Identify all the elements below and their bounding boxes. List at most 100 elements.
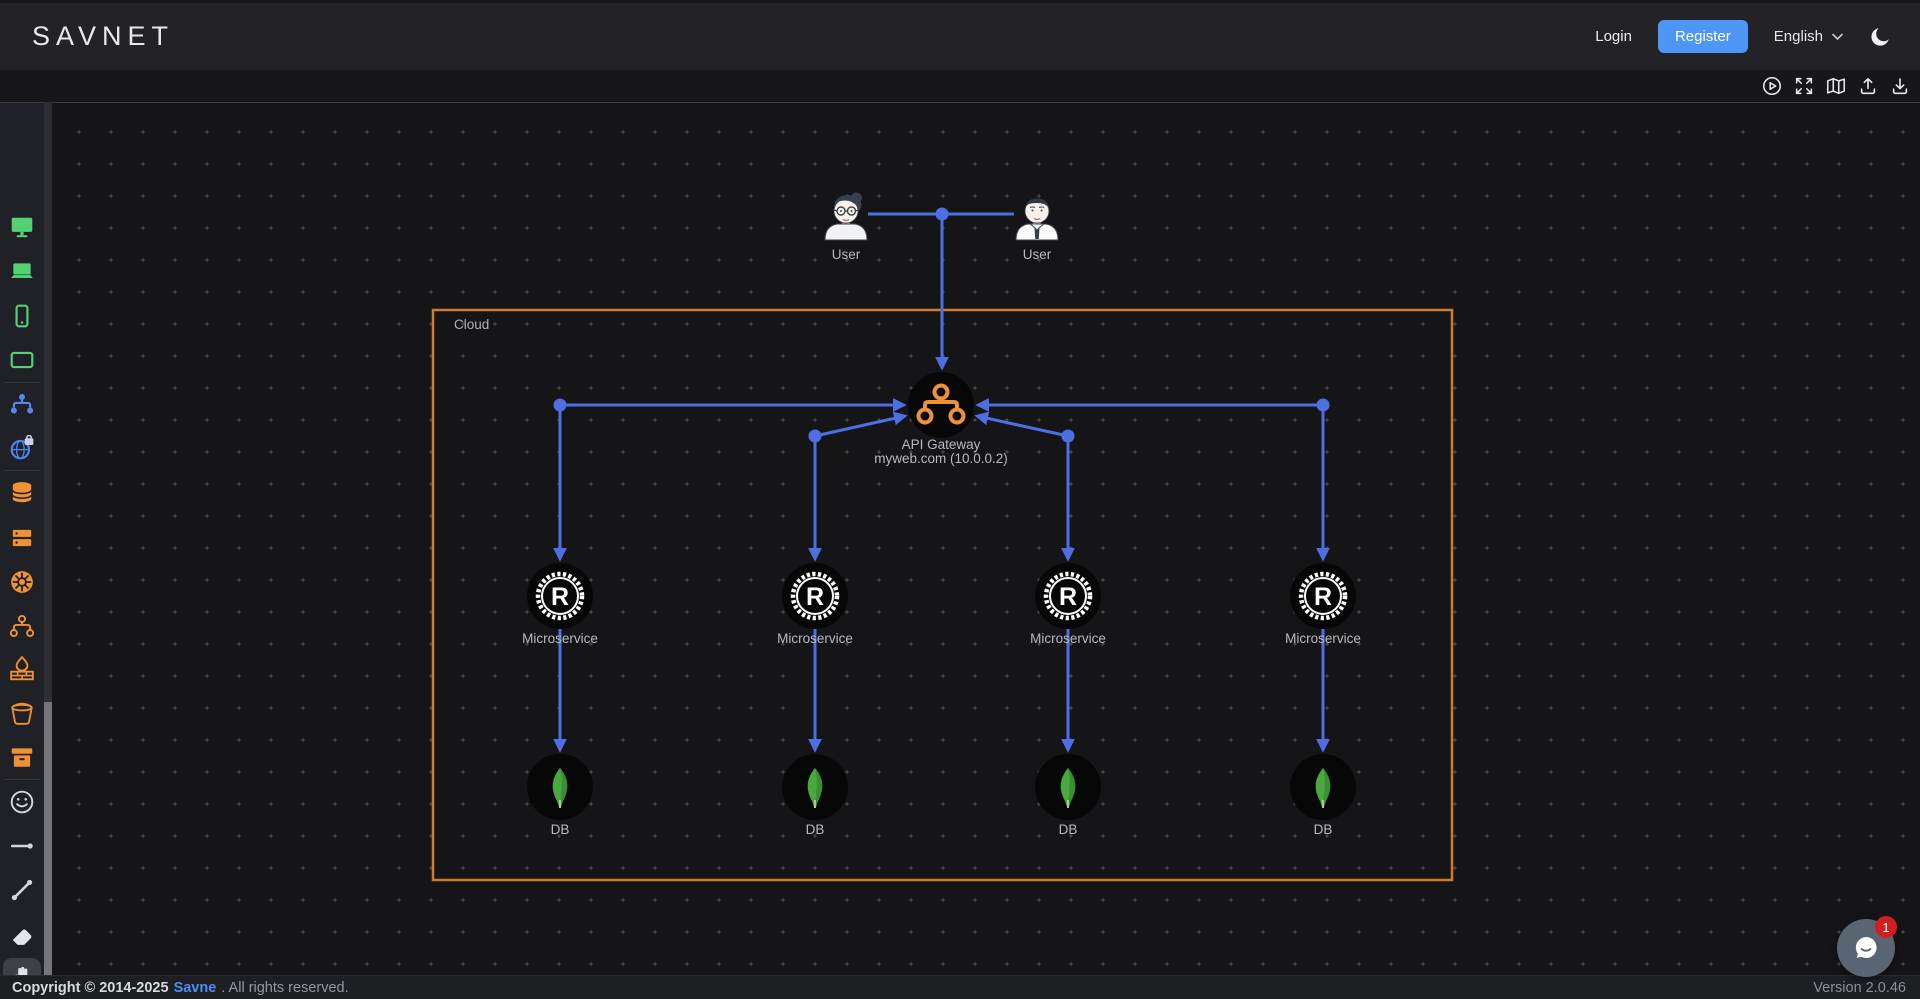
node-microservice-1[interactable]: R Microservice bbox=[522, 563, 598, 646]
node-db-2[interactable]: DB bbox=[782, 754, 848, 837]
svg-text:R: R bbox=[551, 583, 569, 611]
footer: Copyright © 2014-2025 Savne . All rights… bbox=[0, 975, 1920, 999]
node-microservice-2[interactable]: R Microservice bbox=[777, 563, 853, 646]
mongodb-icon bbox=[807, 768, 823, 808]
tablet-icon bbox=[10, 351, 34, 369]
tool-bucket[interactable] bbox=[3, 694, 41, 732]
edge-junction[interactable] bbox=[935, 207, 949, 221]
mongodb-icon bbox=[1315, 768, 1331, 808]
node-label: User bbox=[1023, 247, 1052, 262]
download-icon[interactable] bbox=[1888, 74, 1912, 98]
scrollbar-thumb[interactable] bbox=[44, 702, 52, 999]
rust-icon: R bbox=[1043, 571, 1093, 621]
minimap-icon[interactable] bbox=[1824, 74, 1848, 98]
canvas-toolbar bbox=[0, 70, 1920, 102]
node-label: API Gateway bbox=[902, 437, 981, 452]
node-db-4[interactable]: DB bbox=[1290, 754, 1356, 837]
laptop-icon bbox=[11, 263, 33, 279]
register-button[interactable]: Register bbox=[1657, 20, 1748, 53]
tool-tablet[interactable] bbox=[3, 341, 41, 379]
node-label: DB bbox=[551, 822, 570, 837]
node-label: DB bbox=[806, 822, 825, 837]
rust-icon: R bbox=[1298, 571, 1348, 621]
node-label: Microservice bbox=[1285, 631, 1361, 646]
edge-ms2-gateway[interactable] bbox=[814, 411, 908, 438]
tool-sitemap[interactable] bbox=[3, 607, 41, 645]
tool-smartphone[interactable] bbox=[3, 297, 41, 335]
edges bbox=[553, 207, 1330, 753]
top-navbar: SAVNET Login Register English bbox=[0, 0, 1920, 70]
kubernetes-icon bbox=[11, 571, 33, 593]
node-label: DB bbox=[1314, 822, 1333, 837]
tool-sidebar bbox=[0, 102, 44, 996]
eraser-icon bbox=[12, 929, 32, 945]
language-label: English bbox=[1773, 28, 1823, 45]
node-db-3[interactable]: DB bbox=[1035, 754, 1101, 837]
version-label: Version 2.0.46 bbox=[1813, 979, 1906, 996]
node-microservice-3[interactable]: R Microservice bbox=[1030, 563, 1106, 646]
chat-notification-badge: 1 bbox=[1875, 916, 1897, 938]
smartphone-icon bbox=[15, 304, 29, 328]
desktop-icon bbox=[11, 217, 33, 238]
line-icon bbox=[11, 879, 33, 901]
node-label: DB bbox=[1059, 822, 1078, 837]
server-icon bbox=[12, 529, 32, 547]
chat-widget-button[interactable]: 1 bbox=[1837, 916, 1897, 977]
tool-network-hub[interactable] bbox=[3, 385, 41, 423]
edge-junction[interactable] bbox=[1316, 398, 1330, 412]
tool-kubernetes[interactable] bbox=[3, 563, 41, 601]
diagram-canvas[interactable]: Cloud bbox=[52, 102, 1920, 975]
tool-arrow-line[interactable] bbox=[3, 827, 41, 865]
network-hub-icon bbox=[10, 393, 34, 414]
edge-junction[interactable] bbox=[808, 429, 822, 443]
globe-lock-icon bbox=[10, 435, 34, 460]
copyright-text: Copyright © 2014-2025 bbox=[12, 979, 169, 996]
sidebar-divider bbox=[4, 382, 40, 383]
tool-eraser[interactable] bbox=[3, 915, 41, 953]
tool-archive[interactable] bbox=[3, 738, 41, 776]
tool-server[interactable] bbox=[3, 519, 41, 557]
sidebar-scrollbar[interactable] bbox=[44, 102, 52, 999]
rust-icon: R bbox=[790, 571, 840, 621]
node-user-2[interactable]: User bbox=[1015, 198, 1059, 263]
language-selector[interactable]: English bbox=[1774, 28, 1843, 45]
edge-junction[interactable] bbox=[1061, 429, 1075, 443]
copyright: Copyright © 2014-2025 Savne . All rights… bbox=[12, 980, 349, 996]
database-icon bbox=[12, 482, 32, 503]
node-microservice-4[interactable]: R Microservice bbox=[1285, 563, 1361, 646]
footer-brand-link[interactable]: Savne bbox=[173, 979, 217, 996]
tool-secure-globe[interactable] bbox=[3, 429, 41, 467]
tool-emoji[interactable] bbox=[3, 783, 41, 821]
rights-text: . All rights reserved. bbox=[221, 979, 349, 996]
archive-icon bbox=[11, 748, 33, 767]
node-user-1[interactable]: User bbox=[824, 192, 868, 263]
sitemap-icon bbox=[9, 614, 35, 638]
node-label: Microservice bbox=[777, 631, 853, 646]
brand-logo: SAVNET bbox=[32, 21, 175, 51]
emoji-icon bbox=[10, 790, 34, 814]
mongodb-icon bbox=[552, 768, 568, 808]
tool-laptop[interactable] bbox=[3, 252, 41, 290]
svg-text:R: R bbox=[806, 583, 824, 611]
sidebar-divider bbox=[4, 470, 40, 471]
tool-desktop[interactable] bbox=[3, 208, 41, 246]
chevron-down-icon bbox=[1832, 33, 1843, 40]
node-api-gateway[interactable]: API Gateway myweb.com (10.0.0.2) bbox=[874, 372, 1008, 466]
dark-mode-toggle[interactable] bbox=[1869, 25, 1892, 48]
edge-ms3-gateway[interactable] bbox=[974, 411, 1069, 438]
svg-text:R: R bbox=[1059, 583, 1077, 611]
tool-database[interactable] bbox=[3, 474, 41, 512]
edge-junction[interactable] bbox=[553, 398, 567, 412]
node-label: Microservice bbox=[1030, 631, 1106, 646]
login-link[interactable]: Login bbox=[1595, 28, 1632, 45]
tool-firewall[interactable] bbox=[3, 650, 41, 688]
moon-icon bbox=[1871, 28, 1889, 46]
fullscreen-icon[interactable] bbox=[1792, 74, 1816, 98]
tool-line[interactable] bbox=[3, 871, 41, 909]
node-db-1[interactable]: DB bbox=[527, 754, 593, 837]
play-icon[interactable] bbox=[1760, 74, 1784, 98]
upload-icon[interactable] bbox=[1856, 74, 1880, 98]
navbar-actions: Login Register English bbox=[1595, 20, 1892, 53]
gateway-icon bbox=[916, 383, 966, 425]
